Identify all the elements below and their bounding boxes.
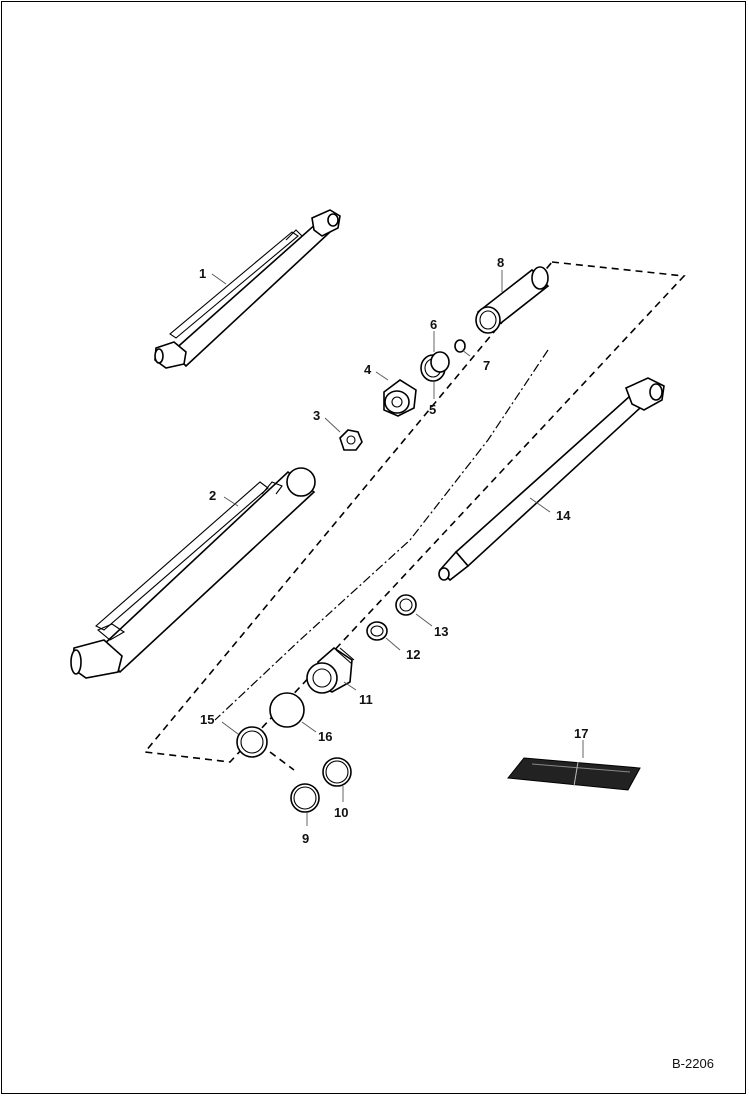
callout-13: 13 (434, 624, 448, 639)
callout-3: 3 (313, 408, 320, 423)
part-4-piston (383, 379, 417, 417)
callout-6: 6 (430, 317, 437, 332)
part-5-6-seal-rings (420, 351, 450, 382)
part-8-tube (475, 266, 550, 334)
part-12-ring (366, 621, 388, 641)
callout-7: 7 (483, 358, 490, 373)
part-16-o-ring (269, 692, 305, 728)
callout-17: 17 (574, 726, 588, 741)
part-9-ring (290, 783, 320, 813)
callout-12: 12 (406, 647, 420, 662)
part-10-ring (322, 757, 352, 787)
part-2-barrel (70, 467, 316, 679)
part-7-o-ring (454, 339, 466, 353)
part-14-rod (438, 377, 665, 582)
callout-4: 4 (364, 362, 372, 377)
part-11-head (306, 646, 355, 694)
callout-11: 11 (359, 692, 373, 707)
callout-8: 8 (497, 255, 504, 270)
callout-2: 2 (209, 488, 216, 503)
drawing-reference: B-2206 (672, 1056, 714, 1071)
part-13-ring (395, 594, 417, 616)
callout-10: 10 (334, 805, 348, 820)
callout-5: 5 (429, 402, 436, 417)
callout-9: 9 (302, 831, 309, 846)
callout-14: 14 (556, 508, 571, 523)
part-3-nut (339, 429, 363, 451)
assembly-centerline (214, 349, 549, 721)
callout-16: 16 (318, 729, 332, 744)
part-1-cylinder-assembly (154, 209, 341, 369)
part-17-seal-kit (507, 757, 641, 791)
callout-15: 15 (200, 712, 214, 727)
boundary-dashed-outline (143, 261, 686, 763)
callout-1: 1 (199, 266, 206, 281)
